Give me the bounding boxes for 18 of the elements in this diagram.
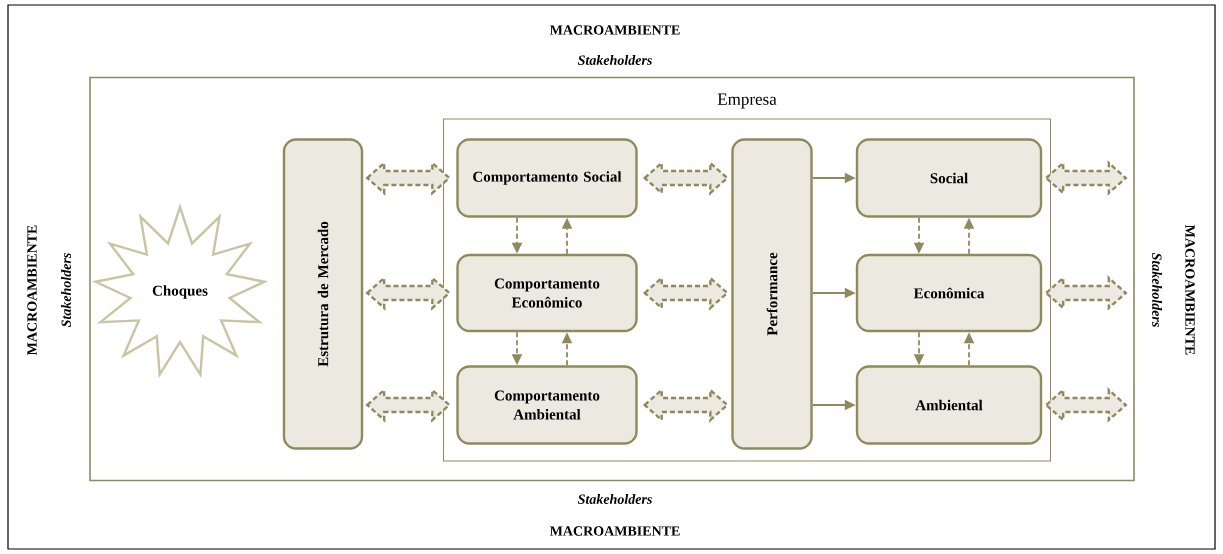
process-bar: Performance bbox=[731, 138, 813, 450]
process-box: Social bbox=[855, 138, 1043, 218]
stakeholder-label: Stakeholders bbox=[61, 253, 71, 328]
process-box: Comportamento Econômico bbox=[456, 253, 638, 333]
node-label: Empresa bbox=[717, 93, 777, 109]
environment-label: MACROAMBIENTE bbox=[1185, 224, 1195, 355]
environment-label: MACROAMBIENTE bbox=[549, 526, 680, 536]
stakeholder-label: Stakeholders bbox=[1152, 252, 1162, 327]
process-box: Econômica bbox=[855, 253, 1043, 333]
process-box: Ambiental bbox=[855, 365, 1043, 445]
stakeholder-label: Stakeholders bbox=[577, 55, 652, 65]
stakeholder-label: Stakeholders bbox=[577, 494, 652, 504]
process-box: Comportamento Ambiental bbox=[456, 365, 638, 445]
environment-label: MACROAMBIENTE bbox=[549, 25, 680, 35]
process-box: Comportamento Social bbox=[456, 138, 638, 218]
process-bar: Estrutura de Mercado bbox=[282, 138, 364, 450]
environment-label: MACROAMBIENTE bbox=[27, 225, 37, 356]
environment-box bbox=[89, 76, 1135, 482]
